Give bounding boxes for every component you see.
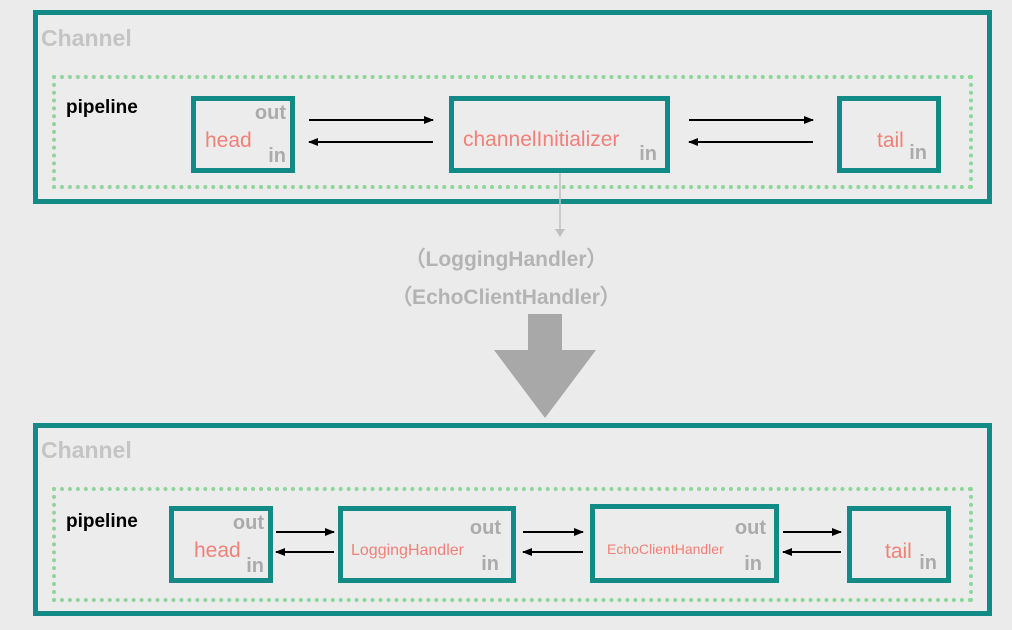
bottom-logging-handler-node: out LoggingHandler in [338, 506, 516, 583]
top-tail-node: tail in [837, 96, 941, 173]
bottom-echo-client-handler-node: out EchoClientHandler in [590, 504, 779, 583]
top-tail-in-tag: in [909, 142, 927, 164]
bottom-echo-client-handler-out-tag: out [734, 517, 766, 539]
top-tail-name: tail [877, 129, 904, 152]
bottom-head-in-tag: in [246, 555, 264, 577]
top-head-out-tag: out [254, 102, 286, 124]
top-channel-initializer-name: channelInitializer [463, 128, 620, 151]
bottom-logging-handler-in-tag: in [481, 553, 499, 575]
initializer-expand-connector-head [555, 229, 565, 237]
bottom-logging-handler-out-tag: out [469, 517, 501, 539]
bottom-head-out-tag: out [232, 512, 264, 534]
top-channel-label: Channel [41, 25, 132, 51]
bottom-tail-name: tail [885, 540, 912, 563]
top-pipeline-label: pipeline [66, 97, 138, 118]
bottom-echo-client-handler-in-tag: in [744, 553, 762, 575]
top-head-in-tag: in [268, 145, 286, 167]
bottom-head-node: out head in [169, 506, 273, 583]
bottom-pipeline-label: pipeline [66, 511, 138, 532]
top-head-name: head [205, 129, 252, 152]
bottom-pipeline-box [52, 487, 973, 602]
bottom-echo-client-handler-name: EchoClientHandler [607, 541, 724, 557]
top-channel-initializer-in-tag: in [639, 143, 657, 165]
top-channel-initializer-node: channelInitializer in [449, 96, 670, 173]
bottom-channel-label: Channel [41, 437, 132, 463]
top-pipeline-box [52, 75, 973, 189]
top-head-node: out head in [191, 96, 295, 173]
bottom-tail-node: tail in [847, 506, 951, 583]
annotation-echo-client-handler: （EchoClientHandler） [391, 286, 621, 309]
bottom-head-name: head [194, 539, 241, 562]
annotation-logging-handler: （LoggingHandler） [404, 248, 608, 271]
bottom-logging-handler-name: LoggingHandler [351, 542, 464, 559]
big-down-arrow [494, 314, 596, 418]
bottom-tail-in-tag: in [919, 552, 937, 574]
